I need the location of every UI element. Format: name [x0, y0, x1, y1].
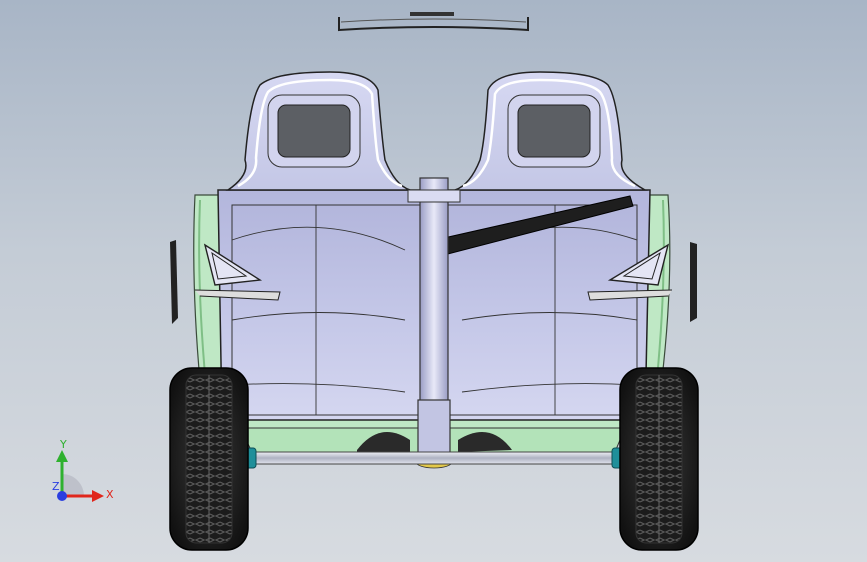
coordinate-triad-icon: Y X Z: [52, 438, 114, 502]
left-headrest-pad: [277, 104, 351, 158]
axis-label-y: Y: [59, 438, 67, 451]
right-tire: [619, 367, 699, 551]
right-headrest-pad: [517, 104, 591, 158]
right-seat-back: [454, 71, 648, 191]
windshield-frame-top: [338, 12, 529, 32]
center-post: [407, 177, 461, 469]
axis-label-x: X: [106, 488, 114, 501]
right-mirror: [690, 242, 697, 322]
left-mirror: [170, 240, 178, 324]
right-wheel-well-shadow: [458, 432, 512, 452]
left-seat-back: [225, 71, 411, 191]
left-wheel-well-shadow: [357, 432, 410, 452]
front-axle: [243, 447, 625, 469]
right-bracket: [587, 243, 673, 301]
left-tire: [169, 367, 249, 551]
left-bracket: [194, 243, 281, 301]
axis-label-z: Z: [52, 480, 60, 493]
